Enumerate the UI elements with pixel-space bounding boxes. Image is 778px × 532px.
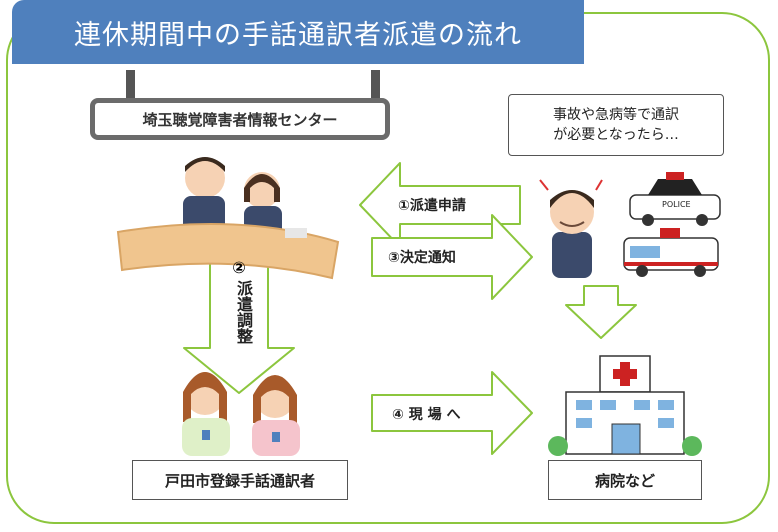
sign-post-right — [371, 70, 380, 100]
bubble-line-1: 事故や急病等で通訳 — [553, 106, 679, 123]
police-text: POLICE — [662, 200, 691, 209]
arrow-decision — [371, 214, 533, 300]
hospital-label: 病院など — [548, 460, 702, 500]
ambulance-illustration — [623, 228, 719, 277]
interpreters-label: 戸田市登録手話通訳者 — [132, 460, 348, 500]
label-decision: ③決定通知 — [388, 250, 456, 266]
label-adjust-text: 派遣調整 — [234, 280, 253, 344]
emergency-bubble: 事故や急病等で通訳 が必要となったら… — [508, 94, 724, 156]
center-sign: 埼玉聴覚障害者情報センター — [90, 98, 390, 140]
interpreters-illustration — [182, 372, 300, 456]
bubble-line-2: が必要となったら… — [553, 127, 679, 143]
page-title: 連休期間中の手話通訳者派遣の流れ — [12, 0, 584, 64]
reception-desk-illustration — [116, 157, 340, 280]
label-request: ①派遣申請 — [398, 198, 466, 214]
police-car-illustration: POLICE — [629, 172, 721, 226]
sign-post-left — [126, 70, 135, 100]
arrow-adjust — [183, 251, 295, 394]
label-to-site: ④ 現 場 へ — [392, 407, 461, 423]
worried-man-illustration — [539, 179, 603, 278]
hospital-illustration — [548, 355, 702, 456]
arrow-down-right — [565, 285, 637, 339]
label-adjust-number: ② — [232, 258, 246, 277]
arrow-to-site — [371, 371, 533, 455]
